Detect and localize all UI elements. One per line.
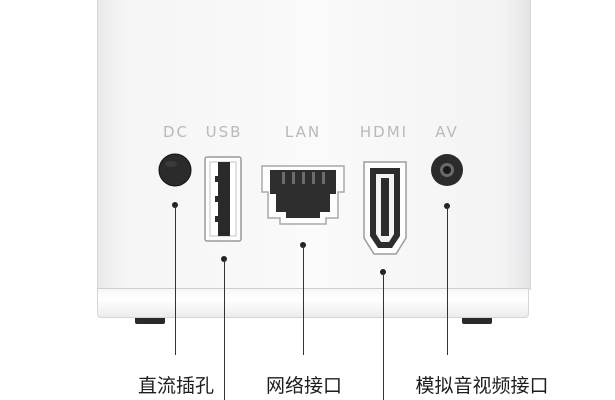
port-label-usb: USB bbox=[205, 123, 243, 141]
caption-lan: 网络接口 bbox=[265, 375, 343, 397]
port-label-hdmi: HDMI bbox=[359, 123, 409, 141]
caption-av: 模拟音视频接口 bbox=[415, 375, 549, 397]
lan-leader-line bbox=[303, 245, 304, 355]
usb-leader-line bbox=[224, 259, 225, 400]
av-jack bbox=[431, 154, 463, 186]
device-base bbox=[97, 288, 529, 318]
hdmi-leader-line bbox=[383, 272, 384, 400]
port-label-dc: DC bbox=[162, 123, 190, 141]
dc-leader-line bbox=[175, 205, 176, 355]
lan-port bbox=[261, 165, 345, 225]
hdmi-port bbox=[363, 161, 407, 255]
device-body bbox=[97, 0, 531, 290]
usb-port bbox=[204, 156, 242, 242]
device-foot-left bbox=[135, 318, 165, 324]
port-label-lan: LAN bbox=[284, 123, 322, 141]
device-foot-right bbox=[462, 318, 492, 324]
port-label-av: AV bbox=[435, 123, 459, 141]
caption-dc: 直流插孔 bbox=[137, 375, 215, 397]
av-leader-line bbox=[447, 206, 448, 355]
dc-jack bbox=[158, 153, 192, 187]
